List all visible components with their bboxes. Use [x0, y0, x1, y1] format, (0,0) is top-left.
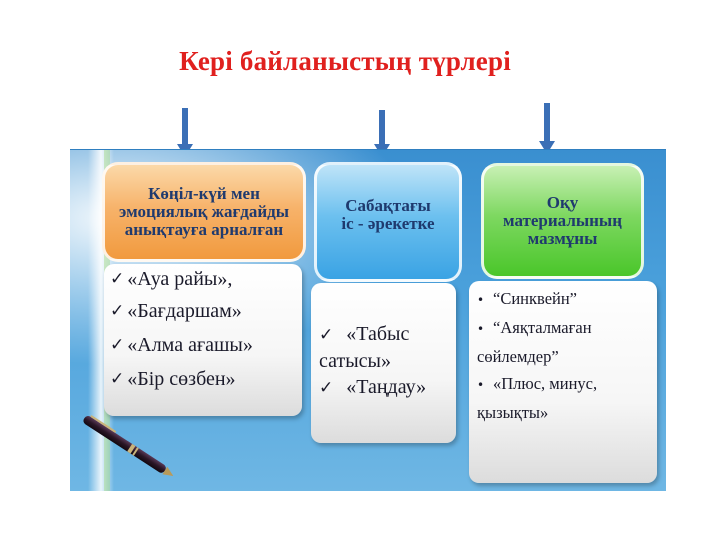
header-line: анықтауға арналған	[124, 219, 284, 239]
check-icon: ✓	[319, 325, 334, 345]
page-title: Кері байланыстың түрлері	[179, 46, 511, 76]
list-item: ✓ «Бір сөзбен»	[110, 367, 236, 390]
list-item-continuation: сөйлемдер”	[477, 347, 559, 366]
header-line: Сабақтағы	[345, 196, 431, 216]
check-icon: ✓	[110, 301, 125, 321]
list-item-continuation: сатысы»	[319, 350, 391, 372]
check-icon: ✓	[110, 335, 125, 355]
header-line: мазмұны	[527, 228, 598, 248]
list-item: •“Аяқталмаған	[477, 314, 649, 343]
list-item: ✓«Табыс	[319, 321, 448, 348]
list-item: ✓ «Бағдаршам»	[110, 299, 242, 322]
check-icon: ✓	[319, 378, 334, 398]
list-item: •«Плюс, минус,	[477, 370, 649, 399]
pen-icon	[83, 415, 174, 476]
header-line: Көңіл-күй мен	[148, 184, 260, 204]
check-icon: ✓	[110, 369, 125, 389]
arrow-down-icon	[539, 103, 555, 154]
header-lesson-activity: Сабақтағы іс - әрекетке	[314, 162, 462, 282]
card-content-methods: •“Синквейн” •“Аяқталмаған сөйлемдер” •«П…	[469, 281, 657, 483]
bullet-icon: •	[477, 293, 485, 307]
header-material-content: Оқу материалының мазмұны	[481, 163, 644, 279]
list-item: ✓ «Ауа райы»,	[110, 267, 233, 290]
header-line: эмоциялық жағдайды	[118, 202, 289, 222]
list-item: ✓ «Алма ағашы»	[110, 333, 253, 356]
header-emotional-state: Көңіл-күй мен эмоциялық жағдайды анықтау…	[102, 162, 306, 262]
header-line: материалының	[503, 211, 622, 231]
bullet-icon: •	[477, 322, 485, 336]
list-item: •“Синквейн”	[477, 285, 649, 314]
bullet-icon: •	[477, 378, 485, 392]
card-activity-methods: ✓«Табыс сатысы» ✓«Таңдау»	[311, 283, 456, 443]
header-line: іс - әрекетке	[341, 214, 435, 233]
list-item: ✓«Таңдау»	[319, 374, 448, 401]
check-icon: ✓	[110, 269, 125, 289]
list-item-continuation: қызықты»	[477, 403, 549, 422]
card-emotional-methods: ✓ «Ауа райы», ✓ «Бағдаршам» ✓ «Алма ағаш…	[104, 264, 302, 416]
header-line: Оқу	[546, 193, 579, 213]
